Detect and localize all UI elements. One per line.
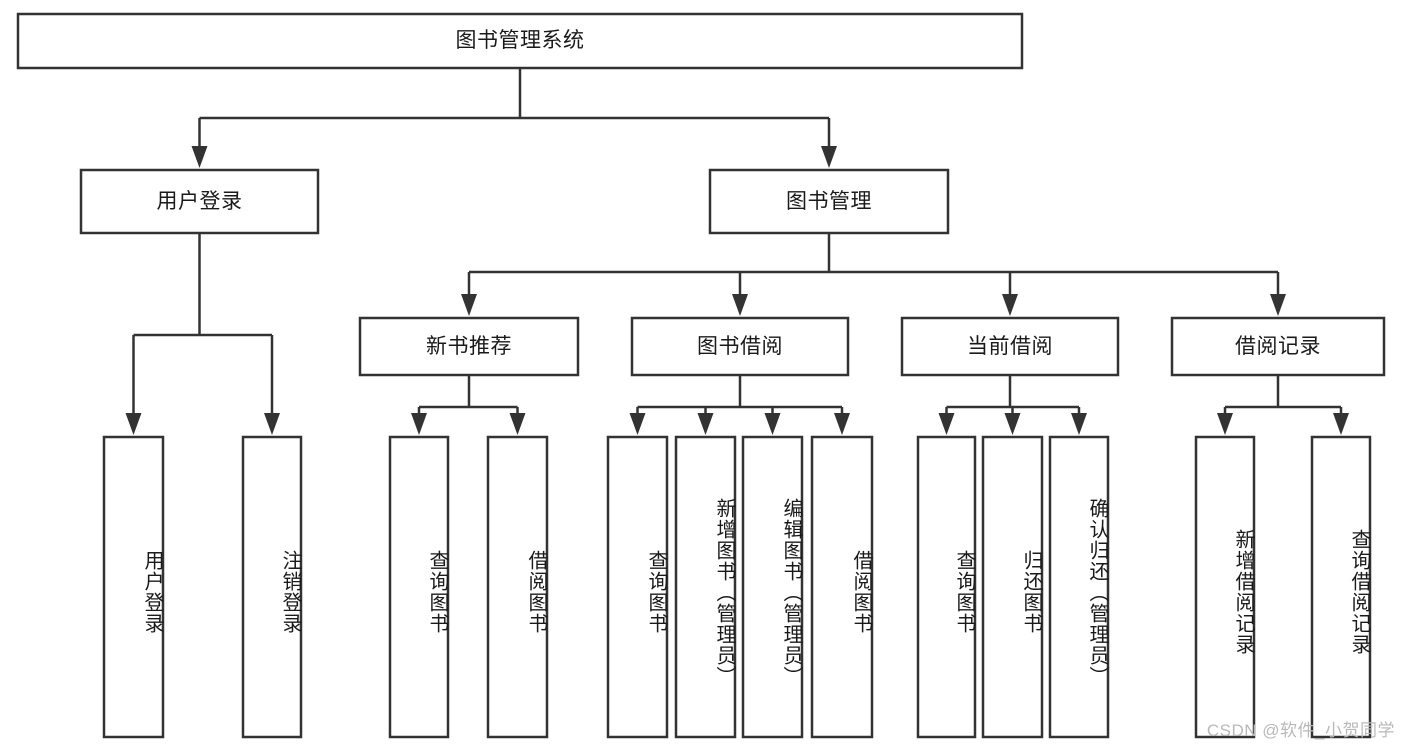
node-box-new-book-recommend[interactable]: [358, 316, 580, 377]
node-box-borrow-record[interactable]: [1170, 316, 1386, 377]
arrow-head-leaf-return-book: [1004, 413, 1021, 435]
node-box-current-borrow[interactable]: [900, 316, 1120, 377]
arrow-head-leaf-query-borrow-record: [1333, 413, 1349, 435]
boxes-layer: [16, 12, 1386, 739]
csdn-watermark: CSDN @软件_小贺同学: [1206, 721, 1395, 740]
arrow-head-book-management: [821, 146, 837, 168]
arrow-head-borrow-record: [1270, 294, 1286, 316]
arrow-head-new-book-recommend: [461, 294, 477, 316]
node-box-leaf-query-book-current[interactable]: [916, 435, 977, 739]
node-box-leaf-add-book-admin[interactable]: [674, 435, 737, 739]
node-box-book-management[interactable]: [708, 168, 950, 235]
node-box-user-login[interactable]: [79, 168, 320, 235]
node-box-leaf-borrow-book[interactable]: [810, 435, 874, 739]
arrow-head-leaf-borrow-book-recommend: [509, 413, 526, 435]
arrow-head-current-borrow: [1002, 294, 1018, 316]
node-box-leaf-add-borrow-record[interactable]: [1194, 435, 1256, 739]
node-box-leaf-query-book-borrow[interactable]: [606, 435, 669, 739]
arrow-head-leaf-confirm-return-admin: [1071, 413, 1087, 435]
arrow-head-book-borrow: [732, 294, 748, 316]
node-box-leaf-confirm-return-admin[interactable]: [1048, 435, 1110, 739]
arrow-head-leaf-add-book-admin: [697, 413, 714, 435]
node-box-book-borrow[interactable]: [630, 316, 850, 377]
node-box-leaf-user-logout[interactable]: [241, 435, 303, 739]
arrow-head-leaf-query-book-recommend: [411, 413, 427, 435]
node-box-leaf-edit-book-admin[interactable]: [741, 435, 804, 739]
node-box-leaf-borrow-book-recommend[interactable]: [486, 435, 549, 739]
node-box-leaf-query-book-recommend[interactable]: [388, 435, 450, 739]
node-box-leaf-query-borrow-record[interactable]: [1310, 435, 1372, 739]
arrow-head-leaf-query-book-current: [938, 413, 955, 435]
node-box-leaf-user-login[interactable]: [102, 435, 165, 739]
arrow-head-leaf-edit-book-admin: [764, 413, 781, 435]
arrow-head-leaf-query-book-borrow: [629, 413, 646, 435]
connectors-layer: [125, 68, 1349, 435]
arrow-head-leaf-user-logout: [264, 413, 280, 435]
arrow-head-leaf-add-borrow-record: [1217, 413, 1233, 435]
node-box-leaf-return-book[interactable]: [981, 435, 1044, 739]
arrow-head-leaf-user-login: [125, 413, 142, 435]
node-box-root[interactable]: [16, 12, 1024, 70]
arrow-head-leaf-borrow-book: [834, 413, 850, 435]
arrow-head-user-login: [191, 146, 208, 168]
